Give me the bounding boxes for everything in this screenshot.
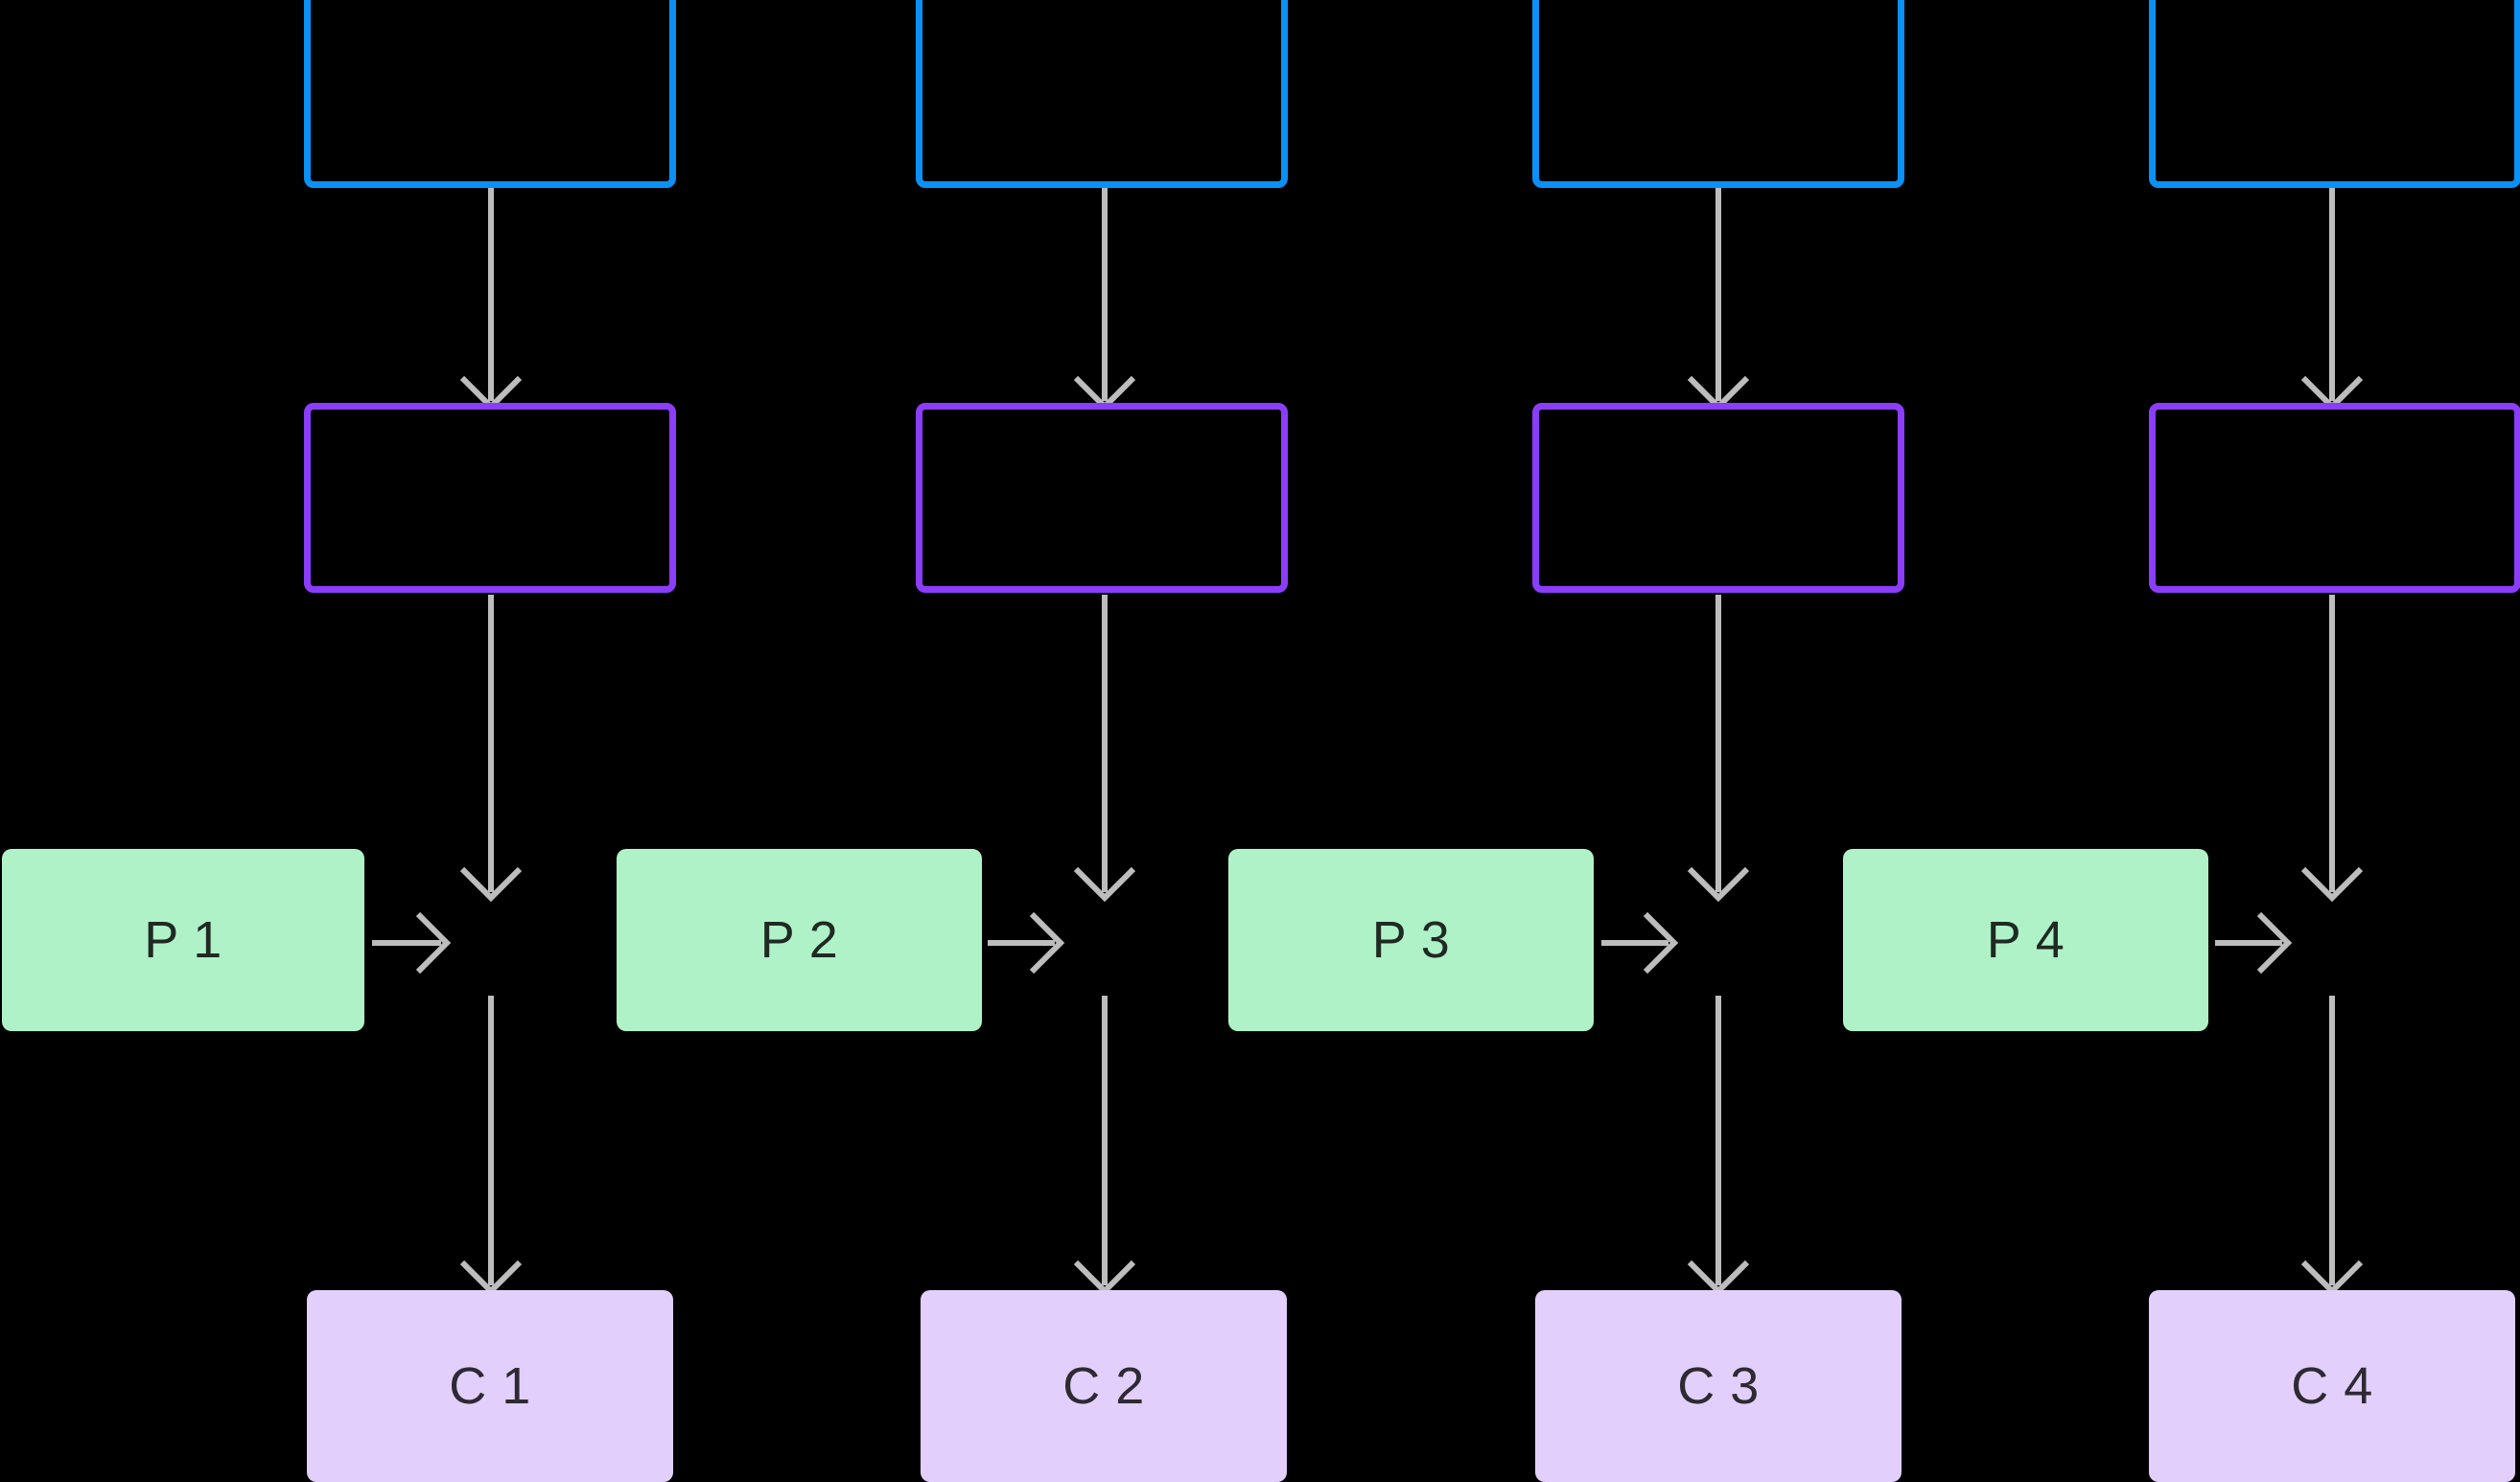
- result-node-1-label: C 1: [449, 1357, 531, 1415]
- parameter-node-4-label: P 4: [1986, 911, 2065, 969]
- edge-p4-j4-arrowhead: [2256, 911, 2293, 975]
- transform-node-1[interactable]: [304, 403, 676, 593]
- source-node-3[interactable]: [1532, 0, 1904, 188]
- edge-j3-c3-arrowhead: [1687, 1259, 1750, 1296]
- edge-t2-j2-arrowhead: [1073, 866, 1136, 903]
- result-node-4[interactable]: C 4: [2149, 1290, 2515, 1482]
- parameter-node-1[interactable]: P 1: [2, 849, 364, 1031]
- edge-j4-c4-arrowhead: [2300, 1259, 2364, 1296]
- merge-junction-3: [1717, 942, 1719, 944]
- result-node-2[interactable]: C 2: [921, 1290, 1287, 1482]
- transform-node-3[interactable]: [1532, 403, 1904, 593]
- edge-p1-j1-arrowhead: [415, 911, 452, 975]
- parameter-node-2[interactable]: P 2: [617, 849, 982, 1031]
- merge-junction-2: [1104, 942, 1106, 944]
- merge-junction-1: [490, 942, 492, 944]
- merge-junction-4: [2331, 942, 2333, 944]
- source-node-1[interactable]: [304, 0, 676, 188]
- edge-t4-j4-arrowhead: [2300, 866, 2364, 903]
- parameter-node-3-label: P 3: [1371, 911, 1451, 969]
- result-node-3-label: C 3: [1677, 1357, 1760, 1415]
- edge-p3-j3-arrowhead: [1643, 911, 1679, 975]
- edge-t1-j1-arrowhead: [459, 866, 523, 903]
- edge-j1-c1-arrowhead: [459, 1259, 523, 1296]
- parameter-node-1-label: P 1: [144, 911, 222, 969]
- result-node-3[interactable]: C 3: [1535, 1290, 1902, 1482]
- parameter-node-3[interactable]: P 3: [1228, 849, 1594, 1031]
- result-node-4-label: C 4: [2291, 1357, 2373, 1415]
- edge-j2-c2-arrowhead: [1073, 1259, 1136, 1296]
- edge-p2-j2-arrowhead: [1029, 911, 1065, 975]
- source-node-2[interactable]: [916, 0, 1288, 188]
- parameter-node-2-label: P 2: [759, 911, 839, 969]
- source-node-4[interactable]: [2149, 0, 2520, 188]
- transform-node-4[interactable]: [2149, 403, 2520, 593]
- result-node-1[interactable]: C 1: [307, 1290, 673, 1482]
- parameter-node-4[interactable]: P 4: [1843, 849, 2208, 1031]
- edge-t3-j3-arrowhead: [1687, 866, 1750, 903]
- transform-node-2[interactable]: [916, 403, 1288, 593]
- result-node-2-label: C 2: [1062, 1357, 1145, 1415]
